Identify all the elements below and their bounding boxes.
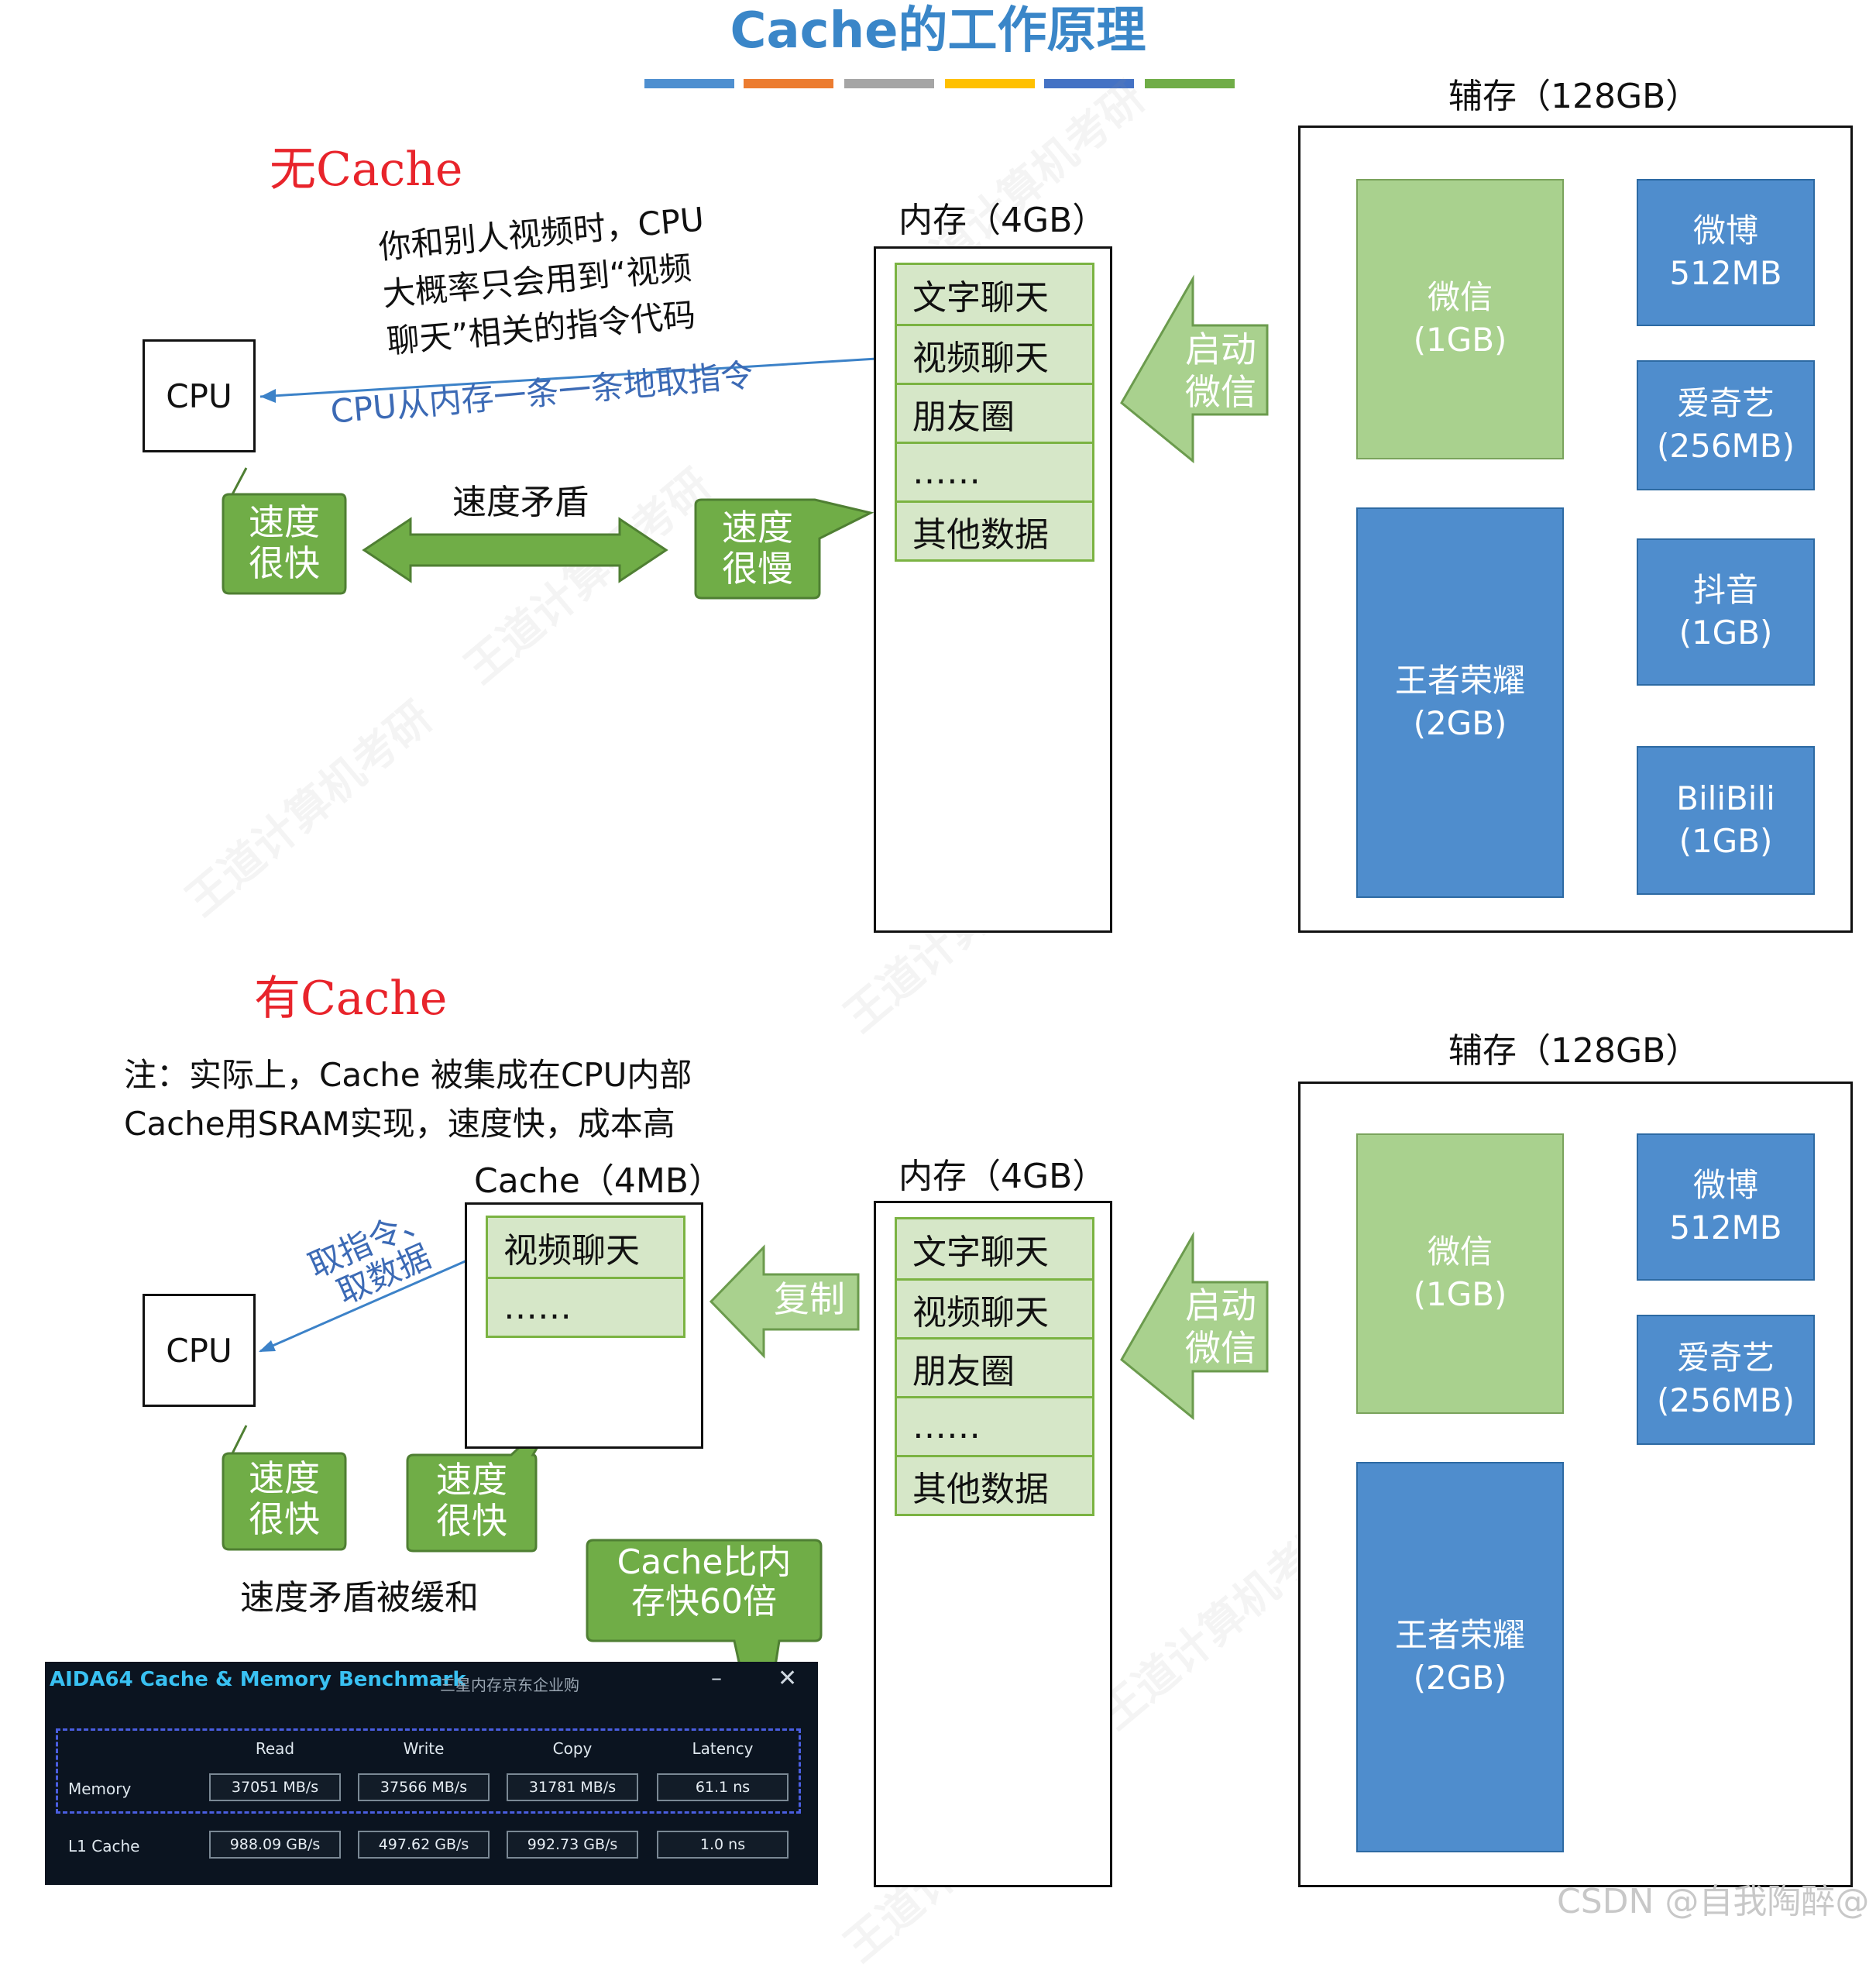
memory-rows: 文字聊天 视频聊天 朋友圈 …… 其他数据 [895,1217,1094,1516]
aida-title: AIDA64 Cache & Memory Benchmark [50,1668,466,1691]
app-wechat: 微信(1GB) [1356,179,1564,459]
note-line-2: Cache用SRAM实现，速度快，成本高 [124,1105,675,1143]
memory-row: 视频聊天 [897,324,1092,383]
color-bar-3 [844,79,934,88]
conflict-double-arrow [362,517,668,583]
fast-bubble-cpu [222,467,347,595]
minimize-icon[interactable]: – [711,1665,722,1690]
cache-row: …… [488,1277,683,1336]
aida-cell: 31781 MB/s [507,1773,638,1801]
color-bar-5 [1044,79,1134,88]
memory-row: 文字聊天 [897,265,1092,324]
section1-title: 无Cache [270,143,463,197]
slow-bubble-memory [694,498,874,600]
cache-rows: 视频聊天 …… [486,1216,685,1338]
fast-bubble-cache-text: 速度 很快 [436,1459,507,1542]
aida-header-read: Read [255,1739,295,1758]
aida-header-write: Write [403,1739,445,1758]
aida-row-label: Memory [68,1780,132,1798]
memory-row: 朋友圈 [897,1337,1092,1396]
aida-row-label: L1 Cache [68,1837,140,1855]
copy-arrow-text: 复制 [774,1278,845,1320]
csdn-watermark: CSDN @自我陶醉@ [1557,1882,1870,1921]
conflict-label: 速度矛盾 [452,483,589,522]
cache-box: 视频聊天 …… [465,1202,703,1449]
close-icon[interactable]: ✕ [778,1665,798,1692]
app-wechat: 微信(1GB) [1356,1133,1564,1414]
color-bar-2 [744,79,833,88]
cpu-box: CPU [143,1294,256,1407]
note-line-1: 注：实际上，Cache 被集成在CPU内部 [124,1056,692,1094]
aida-header-copy: Copy [552,1739,593,1758]
aida64-benchmark-window: AIDA64 Cache & Memory Benchmark 三星内存京东企业… [45,1662,818,1885]
section2-note: 注：实际上，Cache 被集成在CPU内部 Cache用SRAM实现，速度快，成… [124,1049,692,1145]
memory-row: …… [897,442,1092,500]
app-bilibili: BiliBili(1GB) [1637,746,1815,895]
launch-arrow [1120,1231,1269,1421]
launch-arrow-text: 启动 微信 [1185,328,1256,414]
storage-label: 辅存（128GB） [1448,1031,1700,1071]
memory-label: 内存（4GB） [898,201,1107,240]
cpu-box: CPU [143,339,256,452]
aida-subtitle: 三星内存京东企业购 [440,1676,579,1694]
aida-cell: 988.09 GB/s [209,1831,341,1859]
color-bar-1 [644,79,734,88]
color-bar-4 [945,79,1035,88]
aida-header-latency: Latency [692,1739,754,1758]
slow-bubble-text: 速度 很慢 [722,507,793,590]
eased-label: 速度矛盾被缓和 [240,1578,479,1618]
aida-cell: 37051 MB/s [209,1773,341,1801]
app-iqiyi: 爱奇艺(256MB) [1637,1315,1815,1445]
memory-box: 文字聊天 视频聊天 朋友圈 …… 其他数据 [874,246,1112,933]
aida-cell: 1.0 ns [657,1831,789,1859]
compare-bubble-text: Cache比内 存快60倍 [617,1542,792,1622]
fast-bubble-cpu [222,1425,347,1551]
section1-connectors [222,274,1269,600]
aida-cell: 37566 MB/s [358,1773,490,1801]
fast-bubble-cache [406,1408,561,1553]
copy-arrow [709,1244,860,1359]
memory-row: 视频聊天 [897,1278,1092,1337]
memory-rows: 文字聊天 视频聊天 朋友圈 …… 其他数据 [895,263,1094,562]
app-tiktok: 抖音(1GB) [1637,538,1815,686]
aida-highlight-frame [56,1728,801,1814]
section2-title: 有Cache [254,972,448,1026]
aida-cell: 992.73 GB/s [507,1831,638,1859]
memory-box: 文字聊天 视频聊天 朋友圈 …… 其他数据 [874,1201,1112,1887]
launch-arrow-text: 启动 微信 [1185,1284,1256,1370]
aida-cell: 497.62 GB/s [358,1831,490,1859]
memory-row: …… [897,1396,1092,1455]
memory-label: 内存（4GB） [898,1157,1107,1196]
app-honor-of-kings: 王者荣耀(2GB) [1356,1462,1564,1852]
memory-row: 其他数据 [897,500,1092,559]
storage-label: 辅存（128GB） [1448,77,1700,116]
cache-label: Cache（4MB） [474,1161,723,1201]
cache-row: 视频聊天 [488,1218,683,1277]
launch-arrow [1120,274,1269,464]
section1-note: 你和别人视频时，CPU 大概率只会用到“视频 聊天”相关的指令代码 [376,193,714,363]
memory-row: 朋友圈 [897,383,1092,442]
page-title: Cache的工作原理 [730,2,1146,60]
memory-row: 文字聊天 [897,1219,1092,1278]
fast-bubble-text: 速度 很快 [249,501,320,584]
app-honor-of-kings: 王者荣耀(2GB) [1356,507,1564,898]
fast-bubble-cpu-text: 速度 很快 [249,1457,320,1540]
aida-cell: 61.1 ns [657,1773,789,1801]
app-iqiyi: 爱奇艺(256MB) [1637,360,1815,490]
memory-row: 其他数据 [897,1455,1092,1514]
color-bar-6 [1145,79,1235,88]
